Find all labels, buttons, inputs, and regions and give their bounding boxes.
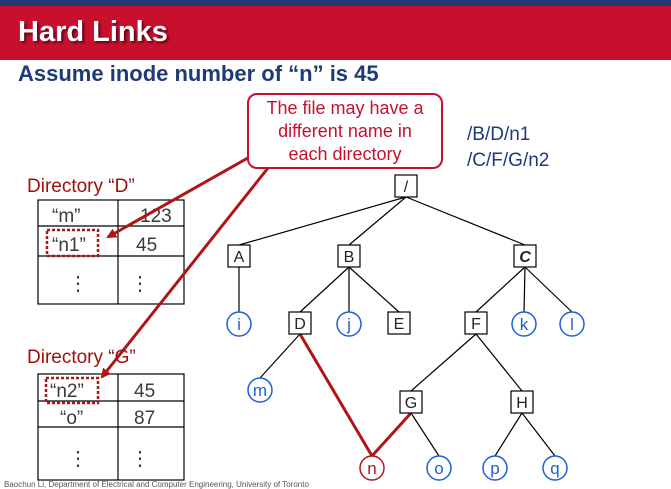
tree-edge-D-m bbox=[259, 333, 301, 379]
file-node-p: p bbox=[482, 455, 508, 481]
tree-edge-root-C bbox=[405, 196, 526, 246]
svg-text:m: m bbox=[253, 381, 267, 400]
path-list: /B/D/n1 /C/F/G/n2 bbox=[467, 122, 549, 174]
callout-line: different name in bbox=[278, 121, 412, 141]
svg-text:q: q bbox=[550, 459, 559, 478]
directory-node-E: E bbox=[387, 311, 411, 335]
svg-text:i: i bbox=[237, 315, 241, 334]
tree-edge-G-o bbox=[410, 412, 440, 457]
table-cell-name: “o” bbox=[60, 408, 83, 429]
directory-node-F: F bbox=[464, 311, 488, 335]
directory-node-D: D bbox=[288, 311, 312, 335]
tree-edges bbox=[238, 196, 573, 457]
file-node-i: i bbox=[226, 311, 252, 337]
directory-node-A: A bbox=[227, 244, 251, 268]
svg-text:C: C bbox=[519, 249, 531, 266]
table-cell-ellipsis: ⋮ bbox=[130, 273, 150, 295]
table-cell-inode: 87 bbox=[134, 408, 155, 429]
callout-line: each directory bbox=[288, 144, 402, 164]
directory-g-table: “n2” 45 “o” 87 ⋮ ⋮ bbox=[37, 373, 185, 481]
svg-text:D: D bbox=[294, 316, 306, 333]
callout-box: The file may have a different name in ea… bbox=[247, 93, 443, 169]
callout-arrow-to-directory-g bbox=[100, 167, 270, 379]
table-cell-inode: 123 bbox=[140, 206, 172, 227]
tree-edge-B-D bbox=[299, 266, 350, 313]
path-n1: /B/D/n1 bbox=[467, 124, 531, 145]
svg-text:E: E bbox=[394, 316, 405, 333]
path-n2: /C/F/G/n2 bbox=[467, 150, 550, 171]
highlight-box-n2 bbox=[44, 376, 100, 405]
svg-text:p: p bbox=[490, 459, 499, 478]
svg-text:B: B bbox=[344, 249, 355, 266]
top-accent-bar bbox=[0, 0, 671, 6]
tree-edge-C-l bbox=[524, 266, 573, 313]
table-cell-inode: 45 bbox=[136, 235, 157, 256]
slide-header: Hard Links bbox=[0, 6, 671, 60]
file-node-k: k bbox=[511, 311, 537, 337]
directory-d-table-border bbox=[37, 199, 185, 305]
directory-node-C: C bbox=[513, 244, 537, 268]
directory-d-table: “m” 123 “n1” 45 ⋮ ⋮ bbox=[37, 199, 185, 305]
directory-node-root: / bbox=[394, 174, 418, 198]
svg-text:A: A bbox=[234, 249, 245, 266]
svg-text:n: n bbox=[367, 459, 376, 478]
directory-node-B: B bbox=[337, 244, 361, 268]
highlight-box-n1 bbox=[45, 228, 100, 258]
svg-text:F: F bbox=[471, 316, 481, 333]
table-cell-name: “m” bbox=[52, 206, 80, 227]
directory-node-G: G bbox=[399, 390, 423, 414]
file-node-m: m bbox=[247, 377, 273, 403]
svg-text:l: l bbox=[570, 315, 574, 334]
svg-text:H: H bbox=[516, 395, 528, 412]
directory-d-label: Directory “D” bbox=[27, 176, 135, 197]
tree-edge-F-H bbox=[475, 333, 523, 392]
tree-edge-H-p bbox=[494, 412, 523, 457]
table-cell-ellipsis: ⋮ bbox=[68, 273, 88, 295]
tree-edge-H-q bbox=[521, 412, 556, 457]
hard-link-edge-D-n bbox=[298, 333, 374, 457]
slide-subtitle: Assume inode number of “n” is 45 bbox=[18, 61, 379, 86]
directory-g-label: Directory “G” bbox=[27, 347, 136, 368]
svg-text:j: j bbox=[346, 315, 351, 334]
table-cell-inode: 45 bbox=[134, 381, 155, 402]
hard-link-edge-G-n bbox=[370, 411, 413, 458]
table-cell-name: “n2” bbox=[50, 381, 84, 402]
file-node-l: l bbox=[559, 311, 585, 337]
tree-edge-C-F bbox=[475, 266, 526, 313]
directory-node-H: H bbox=[510, 390, 534, 414]
file-node-q: q bbox=[542, 455, 568, 481]
tree-edge-C-k bbox=[523, 266, 526, 313]
tree-edge-root-B bbox=[348, 196, 407, 246]
tree-edge-B-E bbox=[348, 266, 400, 313]
file-node-n: n bbox=[359, 455, 385, 481]
slide-footer: Baochun Li, Department of Electrical and… bbox=[4, 480, 309, 489]
file-node-o: o bbox=[426, 455, 452, 481]
slide-title: Hard Links bbox=[18, 16, 168, 48]
table-cell-name: “n1” bbox=[52, 235, 86, 256]
tree-edge-root-A bbox=[238, 196, 407, 246]
svg-text:/: / bbox=[404, 179, 409, 196]
table-cell-ellipsis: ⋮ bbox=[130, 448, 150, 470]
file-node-j: j bbox=[336, 311, 362, 337]
svg-text:G: G bbox=[405, 395, 417, 412]
tree-edge-F-G bbox=[410, 333, 477, 392]
hard-link-edges bbox=[298, 333, 413, 458]
table-cell-ellipsis: ⋮ bbox=[68, 448, 88, 470]
callout-arrow-to-directory-d bbox=[106, 148, 263, 239]
callout-line: The file may have a bbox=[266, 98, 424, 118]
svg-text:o: o bbox=[434, 459, 443, 478]
tree-nodes: / A B C D E F G Hi j k l m n o p q bbox=[226, 174, 585, 481]
svg-text:k: k bbox=[520, 315, 529, 334]
